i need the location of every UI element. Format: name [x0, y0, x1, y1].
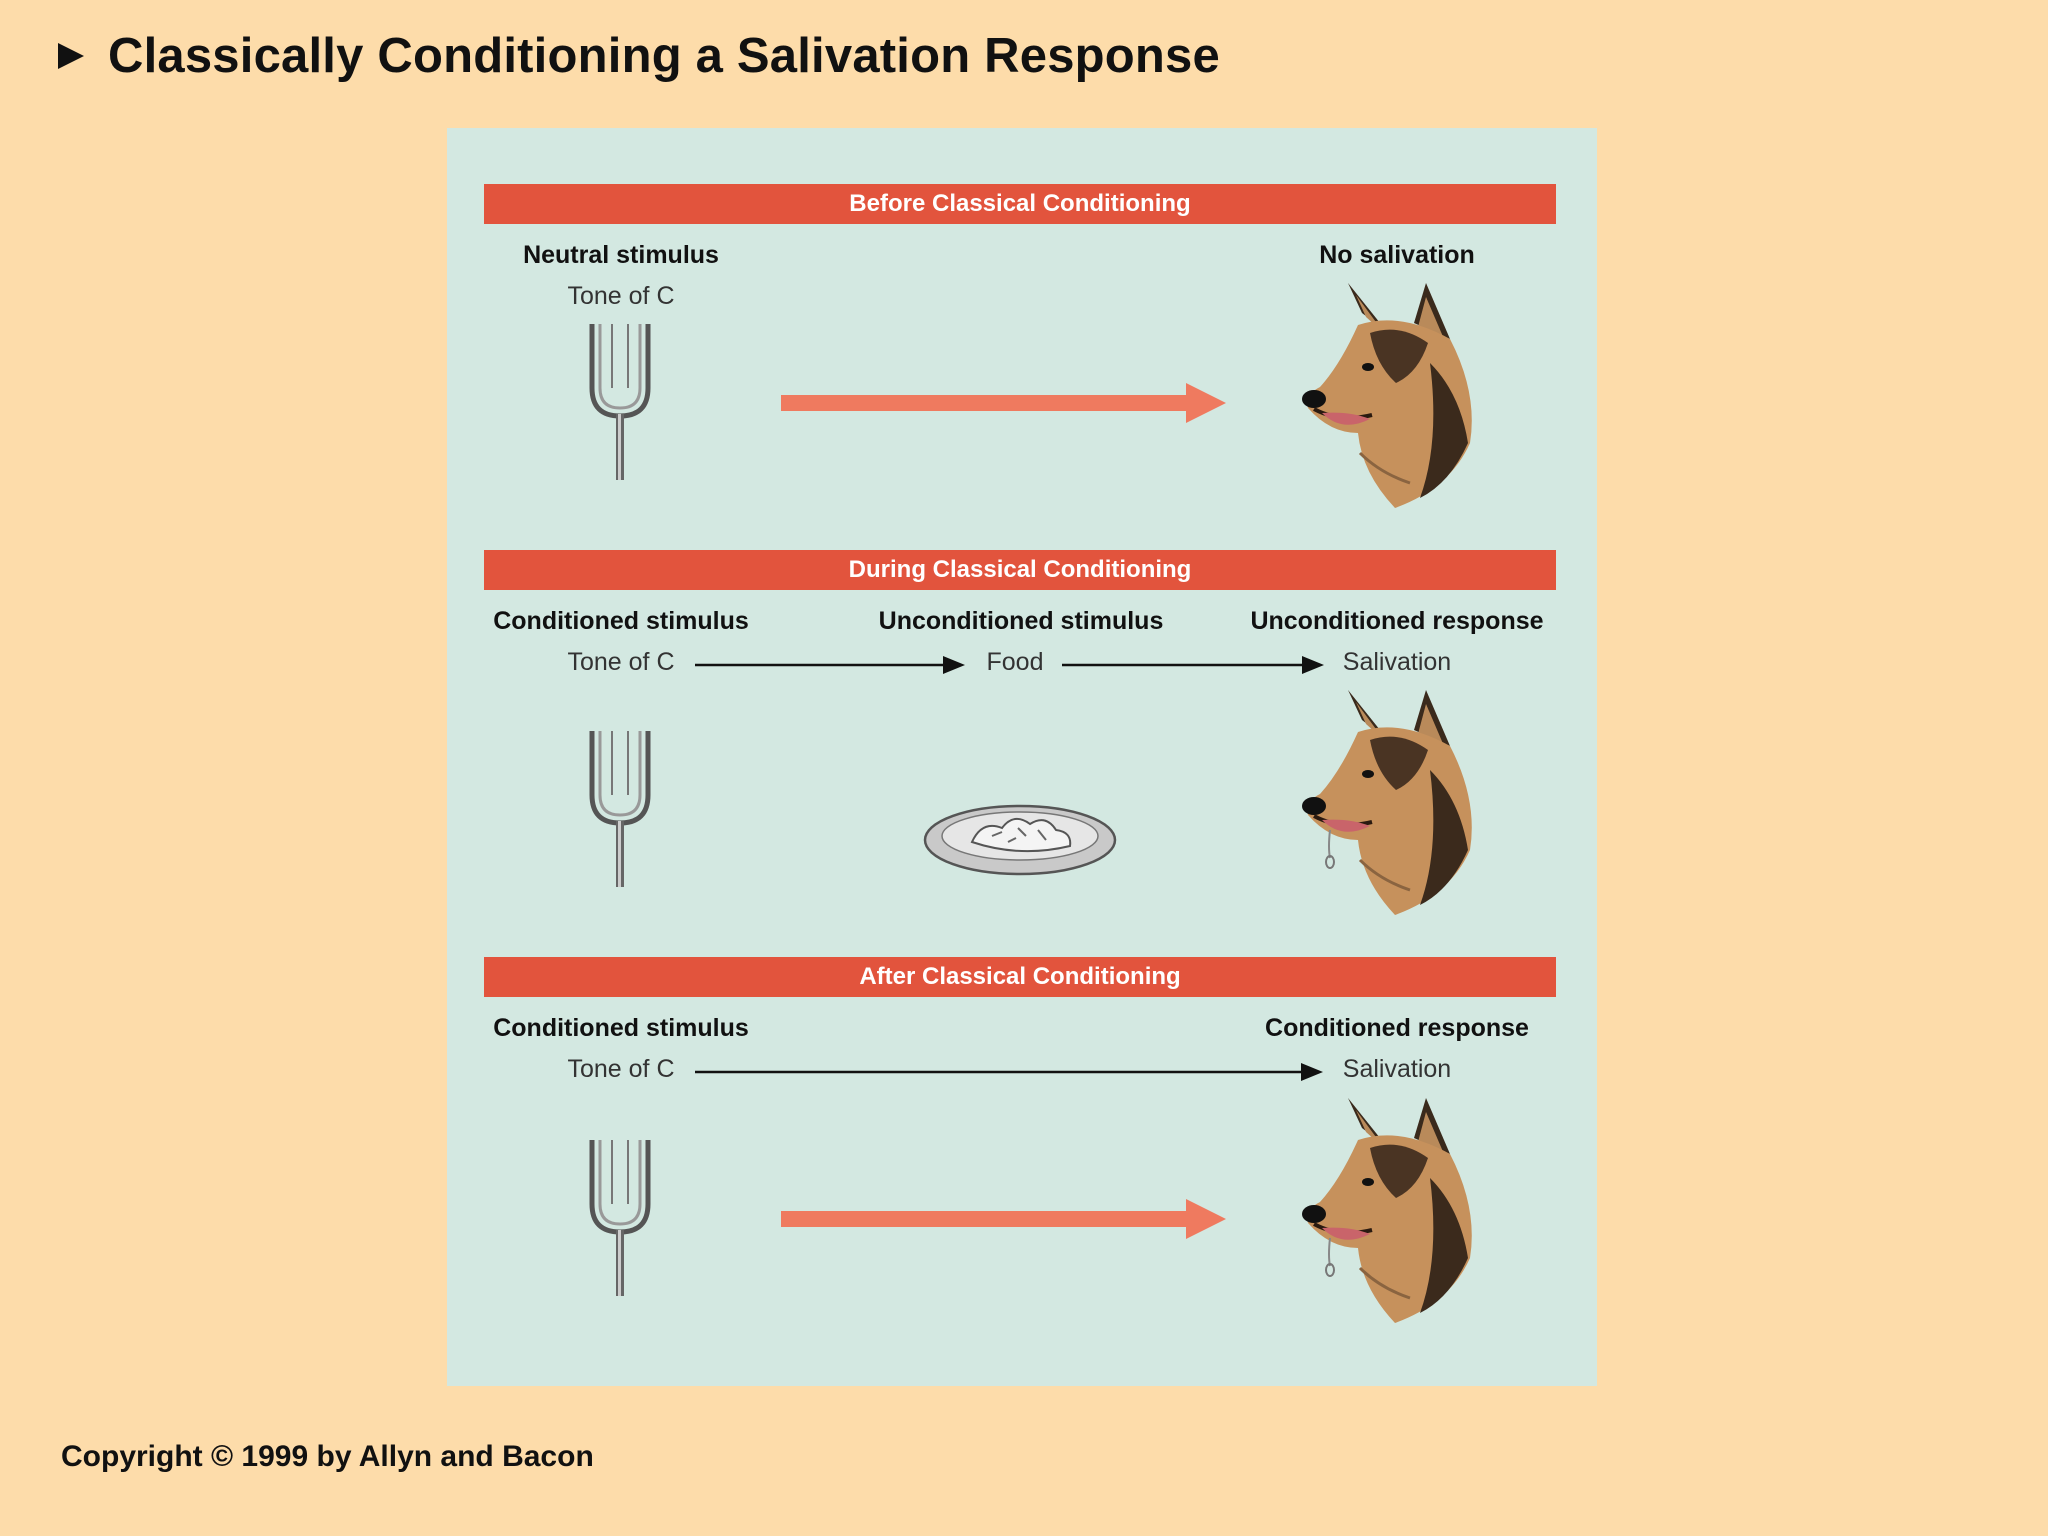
during-unconditioned-stimulus-label: Unconditioned stimulus [878, 607, 1164, 635]
dog-head-icon [1300, 283, 1474, 510]
diagram-panel: Before Classical Conditioning Neutral st… [447, 128, 1597, 1386]
food-bowl-icon [923, 804, 1117, 876]
during-salivation-label: Salivation [1342, 648, 1452, 676]
after-salivation-label: Salivation [1342, 1055, 1452, 1083]
during-tone-label: Tone of C [567, 648, 675, 676]
dog-head-icon [1300, 1098, 1474, 1325]
arrow-right-icon [781, 383, 1226, 423]
before-neutral-stimulus-label: Neutral stimulus [523, 241, 719, 269]
after-conditioned-response-label: Conditioned response [1265, 1014, 1529, 1042]
during-conditioned-stimulus-label: Conditioned stimulus [493, 607, 749, 635]
dog-head-icon [1300, 690, 1474, 917]
copyright-notice: Copyright © 1999 by Allyn and Bacon [61, 1440, 594, 1473]
page-title: Classically Conditioning a Salivation Re… [108, 29, 1220, 83]
tuning-fork-icon [582, 1134, 662, 1304]
after-header: After Classical Conditioning [484, 957, 1556, 997]
during-food-label: Food [986, 648, 1044, 676]
during-unconditioned-response-label: Unconditioned response [1250, 607, 1544, 635]
arrow-right-icon [695, 1063, 1323, 1081]
play-triangle-icon [56, 41, 86, 71]
arrow-right-icon [1062, 656, 1324, 674]
tuning-fork-icon [582, 318, 662, 488]
arrow-right-icon [695, 656, 965, 674]
tuning-fork-icon [582, 725, 662, 895]
during-header: During Classical Conditioning [484, 550, 1556, 590]
before-header: Before Classical Conditioning [484, 184, 1556, 224]
arrow-right-icon [781, 1199, 1226, 1239]
before-no-salivation-label: No salivation [1319, 241, 1475, 269]
before-tone-label: Tone of C [567, 282, 675, 310]
after-tone-label: Tone of C [567, 1055, 675, 1083]
title-row: Classically Conditioning a Salivation Re… [56, 28, 1220, 84]
after-conditioned-stimulus-label: Conditioned stimulus [493, 1014, 749, 1042]
